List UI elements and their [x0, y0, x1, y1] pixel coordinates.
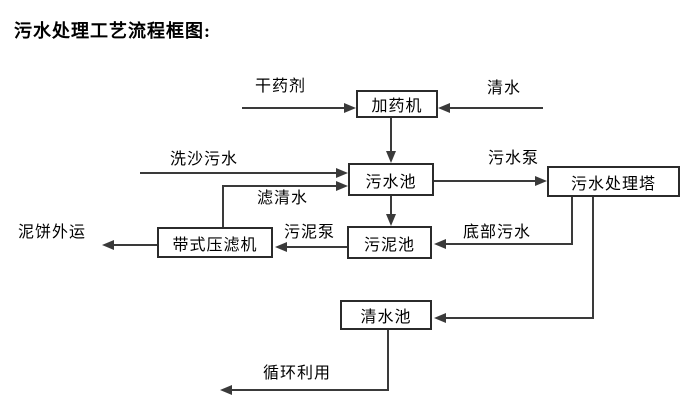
arrow-line-dry-chemical — [242, 107, 346, 109]
edge-label-bottom-sewage: 底部污水 — [463, 224, 532, 241]
arrow-line-filtered-water-riser — [222, 185, 224, 227]
arrowhead-down-icon — [386, 151, 396, 163]
edge-label-sewage-pump: 污水泵 — [488, 150, 540, 167]
arrow-line-tower-to-clean-drop — [592, 197, 594, 319]
edge-label-sand-washing-sewage: 洗沙污水 — [170, 151, 239, 168]
arrowhead-right-icon — [344, 103, 356, 113]
node-sludge-pool-label: 污泥池 — [363, 236, 415, 254]
arrowhead-left-icon — [220, 385, 232, 395]
edge-label-clean-water: 清水 — [487, 80, 522, 97]
arrowhead-left-icon — [438, 103, 450, 113]
node-sewage-pool: 污水池 — [348, 163, 434, 196]
arrow-line-sand-washing-sewage — [140, 172, 336, 174]
node-sludge-pool: 污泥池 — [347, 226, 432, 259]
arrow-line-bottom-sewage-drop — [571, 197, 573, 245]
node-dosing-machine-label: 加药机 — [371, 98, 423, 115]
node-clean-water-pool: 清水池 — [340, 300, 432, 330]
arrowhead-right-icon — [336, 181, 348, 191]
arrow-line-dosing-to-sewage — [390, 118, 392, 152]
node-sewage-pool-label: 污水池 — [365, 173, 417, 191]
arrow-line-mud-cake-out — [112, 244, 157, 246]
edge-label-filtered-water: 滤清水 — [257, 190, 309, 207]
edge-label-dry-chemical: 干药剂 — [255, 78, 307, 95]
arrowhead-left-icon — [434, 239, 446, 249]
arrow-line-clean-water — [448, 107, 543, 109]
node-dosing-machine: 加药机 — [356, 90, 438, 118]
arrowhead-left-icon — [102, 240, 114, 250]
arrow-line-sewage-to-sludge — [390, 196, 392, 215]
arrow-line-sludge-pump — [285, 246, 347, 248]
arrow-line-filtered-water — [222, 185, 336, 187]
arrow-line-clean-to-recycle-drop — [387, 330, 389, 391]
arrowhead-right-icon — [336, 168, 348, 178]
edge-label-mud-cake-out: 泥饼外运 — [18, 224, 87, 241]
edge-label-sludge-pump: 污泥泵 — [284, 224, 336, 241]
arrowhead-left-icon — [434, 313, 446, 323]
node-clean-water-pool-label: 清水池 — [360, 309, 412, 326]
arrow-line-bottom-sewage — [444, 243, 573, 245]
arrow-line-tower-to-clean — [444, 317, 594, 319]
node-belt-filter-press-label: 带式压滤机 — [172, 236, 258, 254]
arrowhead-right-icon — [535, 176, 547, 186]
edge-label-recycle-use: 循环利用 — [263, 365, 332, 382]
node-sewage-treatment-tower-label: 污水处理塔 — [570, 175, 656, 193]
arrow-line-recycle-use — [230, 389, 389, 391]
page-title: 污水处理工艺流程框图: — [14, 21, 211, 41]
arrowhead-left-icon — [275, 242, 287, 252]
node-belt-filter-press: 带式压滤机 — [157, 227, 273, 258]
node-sewage-treatment-tower: 污水处理塔 — [547, 166, 680, 197]
arrowhead-down-icon — [386, 214, 396, 226]
arrow-line-sewage-pump — [434, 180, 535, 182]
